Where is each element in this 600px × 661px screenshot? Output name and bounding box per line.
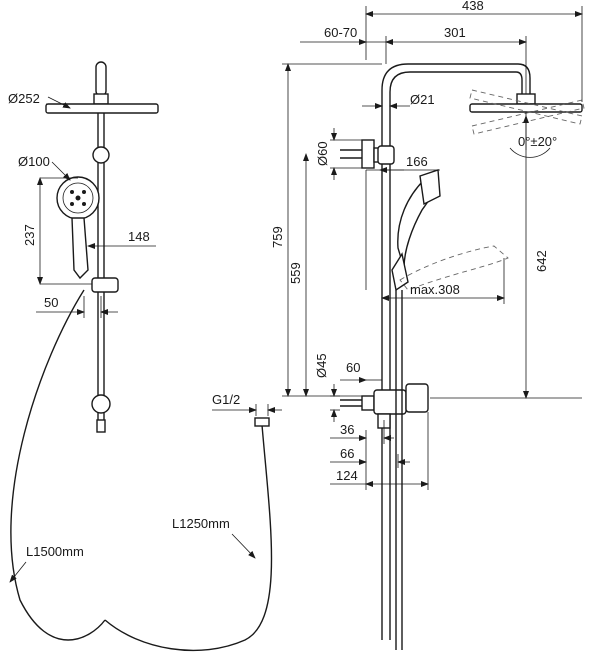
hose-nut <box>254 417 270 427</box>
overhead-shower-head <box>45 103 159 114</box>
dim-w438: 438 <box>462 0 484 13</box>
dim-w124: 124 <box>336 468 358 483</box>
dim-w50: 50 <box>44 295 58 310</box>
upper-wall-mount <box>361 139 375 169</box>
hose <box>10 289 106 641</box>
dim-h642: 642 <box>534 250 549 272</box>
hose-spare <box>104 424 273 652</box>
dim-h559: 559 <box>288 262 303 284</box>
dim-w60: 60 <box>346 360 360 375</box>
dim-w66: 66 <box>340 446 354 461</box>
dim-h237: 237 <box>22 224 37 246</box>
outlet <box>96 419 106 433</box>
hand-shower-handle <box>71 217 89 280</box>
front-view <box>10 61 273 652</box>
dim-h759: 759 <box>270 226 285 248</box>
top-stem <box>95 61 107 97</box>
dim-w301: 301 <box>444 25 466 40</box>
dim-d21: Ø21 <box>410 92 435 107</box>
front-view-dimensions: Ø252 Ø100 237 148 50 G1/2 L1250mm L1500m… <box>8 91 282 583</box>
dim-l1500: L1500mm <box>26 544 84 559</box>
dim-g12: G1/2 <box>212 392 240 407</box>
lower-wall-mount <box>361 395 375 411</box>
thermostat-knob <box>405 383 429 413</box>
wall-bracket <box>92 146 110 164</box>
dim-w166: 166 <box>406 154 428 169</box>
riser-pipe <box>381 63 531 640</box>
head-connector <box>93 93 109 105</box>
dim-d60: Ø60 <box>315 141 330 166</box>
diverter-knob <box>91 394 111 414</box>
dim-w148: 148 <box>128 229 150 244</box>
dim-w36: 36 <box>340 422 354 437</box>
dim-w6070: 60-70 <box>324 25 357 40</box>
dim-d252: Ø252 <box>8 91 40 106</box>
dim-angle: 0°±20° <box>518 134 557 149</box>
side-view-dimensions: 438 60-70 301 Ø21 Ø60 0°±20° 166 759 559 <box>270 0 583 490</box>
slider <box>91 277 119 293</box>
diverter-body <box>373 389 407 415</box>
dim-l1250: L1250mm <box>172 516 230 531</box>
side-view <box>340 63 585 650</box>
upper-clamp <box>377 145 395 165</box>
overhead-head-side <box>469 103 583 113</box>
dim-d100: Ø100 <box>18 154 50 169</box>
slider-side <box>391 252 409 292</box>
dim-d45: Ø45 <box>314 353 329 378</box>
dim-max308: max.308 <box>410 282 460 297</box>
